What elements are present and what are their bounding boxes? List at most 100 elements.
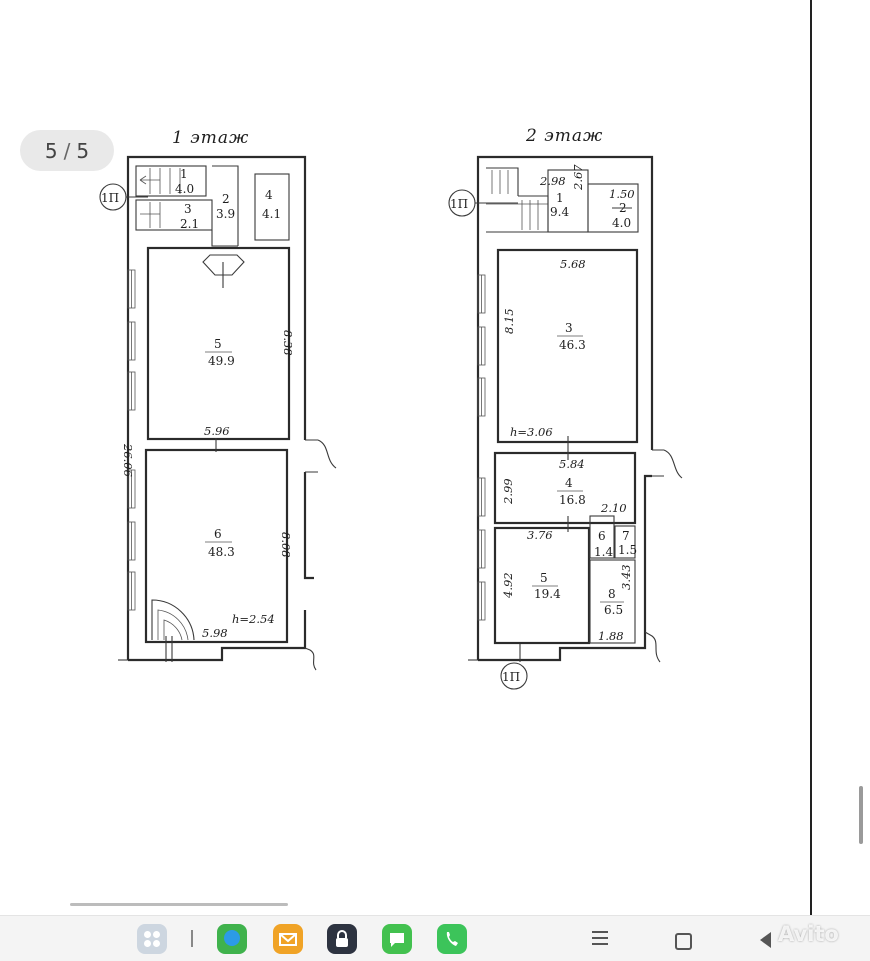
dim-label: h=3.06 — [510, 425, 553, 439]
phone-icon[interactable] — [437, 924, 467, 954]
floor2-room-labels: 1 9.4 2 4.0 3 46.3 4 16.8 5 19.4 6 1.4 7… — [534, 191, 637, 617]
room-number: 3 — [565, 321, 573, 335]
room-area: 4.0 — [175, 182, 194, 196]
floor2-stairs — [486, 170, 548, 230]
room-area: 1.4 — [594, 545, 613, 559]
dim-label: 5.96 — [204, 424, 230, 438]
floor2-room2 — [587, 183, 639, 233]
floor2-entrance-marker-bottom — [500, 662, 528, 690]
dim-label: 2.10 — [600, 501, 627, 515]
floor1-corner-mark — [304, 647, 317, 671]
grid-icon[interactable] — [137, 924, 167, 954]
room-number: 2 — [222, 192, 230, 206]
floor1-entrance-label: 1П — [101, 191, 119, 205]
back-icon[interactable] — [760, 932, 771, 948]
room-number: 6 — [214, 527, 222, 541]
watermark-logo: Avito — [778, 922, 839, 946]
room-number: 1 — [556, 191, 564, 205]
document-viewer[interactable]: 1 этаж — [0, 0, 870, 915]
dim-label: 26.06 — [121, 443, 135, 477]
floor2-room8 — [589, 559, 636, 644]
room-number: 8 — [608, 587, 616, 601]
floor1-spiral-steps — [157, 609, 189, 641]
room-area: 9.4 — [550, 205, 569, 219]
floor2-stair-block — [486, 167, 549, 233]
dim-label: 8.38 — [281, 330, 295, 356]
chat-icon[interactable] — [382, 924, 412, 954]
dock-divider — [191, 930, 193, 947]
floor1-outer-wall-bottom — [128, 610, 307, 662]
floor1-spiral-stair — [151, 599, 195, 641]
room-area: 1.5 — [618, 543, 637, 557]
dim-label: 2.98 — [539, 174, 566, 188]
room-number: 4 — [565, 476, 573, 490]
floor2-title: 2 этаж — [525, 126, 603, 146]
dim-label: 4.92 — [501, 572, 515, 599]
page-current: 5 — [44, 138, 58, 163]
lock-icon[interactable] — [327, 924, 357, 954]
floor2-room6 — [589, 515, 615, 559]
dim-label: 3.43 — [619, 564, 633, 590]
floor2-room4 — [493, 451, 637, 525]
floor1-dimensions: 5.96 5.98 h=2.54 8.38 8.08 26.06 — [121, 330, 295, 640]
home-icon[interactable] — [675, 933, 692, 950]
floor1-room-labels: 1 4.0 2 3.9 3 2.1 4 4.1 5 49.9 6 48.3 — [175, 167, 281, 559]
room-area: 4.1 — [262, 207, 281, 221]
room-area: 46.3 — [559, 338, 586, 352]
gesture-handle[interactable] — [70, 903, 288, 906]
room-area: 19.4 — [534, 587, 561, 601]
floor2-entrance-label-bottom: 1П — [502, 670, 520, 684]
floor-plan: 1 этаж — [99, 126, 683, 690]
floor2-dimensions: 2.98 1.50 5.68 h=3.06 5.84 2.10 3.76 1.8… — [501, 164, 635, 643]
floor2-room7 — [614, 525, 636, 559]
room-number: 4 — [265, 188, 273, 202]
room-area: 4.0 — [612, 216, 631, 230]
room-number: 3 — [184, 202, 192, 216]
floor1-fireplace — [202, 254, 245, 276]
dim-label: 3.76 — [527, 528, 553, 542]
room-number: 7 — [622, 529, 630, 543]
floor2-room5 — [493, 526, 591, 645]
floor2-corner-mark — [644, 631, 661, 663]
browser-icon[interactable] — [217, 924, 247, 954]
floor2-notch — [652, 449, 683, 479]
floor1-room5 — [146, 246, 291, 441]
room-area: 16.8 — [559, 493, 586, 507]
room-number: 2 — [619, 201, 627, 215]
mail-icon[interactable] — [273, 924, 303, 954]
scrollbar-thumb[interactable] — [859, 786, 863, 844]
floor1-room1 — [135, 165, 207, 197]
page-counter: 5 / 5 — [20, 130, 114, 171]
dim-label: 2.99 — [501, 478, 515, 505]
floor1-notch — [305, 439, 337, 473]
floor1-title: 1 этаж — [172, 128, 249, 148]
page-edge — [810, 0, 812, 915]
floor1-room2 — [211, 165, 239, 247]
room-number: 1 — [180, 167, 188, 181]
page-separator: / — [63, 138, 71, 163]
floor1-room3 — [135, 199, 213, 231]
room-area: 3.9 — [216, 207, 235, 221]
page-total: 5 — [76, 138, 90, 163]
room-number: 6 — [598, 529, 606, 543]
room-area: 48.3 — [208, 545, 235, 559]
taskbar — [0, 903, 870, 961]
room-area: 49.9 — [208, 354, 235, 368]
dim-label: 5.98 — [202, 626, 228, 640]
floor1-stairs — [139, 168, 181, 228]
dim-label: 2.67 — [571, 164, 585, 191]
room-number: 5 — [214, 337, 222, 351]
dim-label: 5.84 — [559, 457, 585, 471]
dim-label: 1.50 — [609, 187, 635, 201]
room-area: 2.1 — [180, 217, 199, 231]
floor1-room4 — [254, 173, 290, 241]
floor1-outer-wall — [126, 155, 307, 660]
dim-label: 8.08 — [279, 532, 293, 558]
floor2-outer-wall-lower — [478, 474, 652, 662]
menu-icon[interactable] — [592, 931, 608, 945]
floor2-entrance-label-top: 1П — [450, 197, 468, 211]
floor2-windows — [477, 274, 486, 621]
floor1-windows — [127, 269, 136, 611]
dim-label: 8.15 — [502, 308, 516, 334]
room-number: 5 — [540, 571, 548, 585]
